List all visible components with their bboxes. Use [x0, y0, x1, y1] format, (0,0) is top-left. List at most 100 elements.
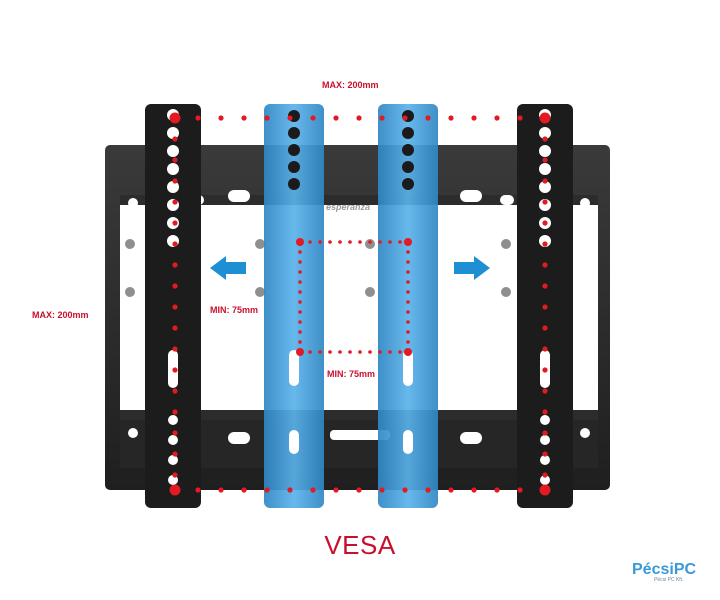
right-blue-rail	[378, 104, 438, 508]
measure-dot	[358, 240, 362, 244]
brand-logo: PécsiPC Pécsi PC Kft.	[632, 561, 696, 583]
corner-dot	[296, 238, 304, 246]
measure-dot	[218, 487, 224, 493]
corner-dot	[404, 348, 412, 356]
min-vertical-label: MIN: 75mm	[210, 305, 259, 315]
measure-dot	[333, 487, 339, 493]
arm-hole	[168, 455, 178, 465]
measure-dot	[542, 451, 548, 457]
wall-slot	[228, 190, 250, 202]
measure-dot	[406, 280, 410, 284]
measure-dot	[348, 350, 352, 354]
corner-dot	[169, 484, 181, 496]
arm-hole	[540, 435, 550, 445]
measure-dot	[328, 240, 332, 244]
measure-dot	[471, 487, 477, 493]
measure-dot	[298, 250, 302, 254]
measure-dot	[172, 262, 178, 268]
measure-dot	[471, 115, 477, 121]
wall-slot	[460, 190, 482, 202]
arm-hole	[168, 435, 178, 445]
max-vertical-label: MAX: 200mm	[32, 310, 89, 320]
measure-dot	[318, 350, 322, 354]
corner-dot	[169, 112, 181, 124]
measure-dot	[308, 350, 312, 354]
measure-dot	[172, 178, 178, 184]
measure-dot	[172, 136, 178, 142]
measure-dot	[298, 330, 302, 334]
measure-dot	[333, 115, 339, 121]
arm-hole	[168, 415, 178, 425]
rail-hole	[288, 161, 300, 173]
measure-dot	[542, 241, 548, 247]
measure-dot	[398, 240, 402, 244]
measure-dot	[378, 350, 382, 354]
measure-dot	[195, 115, 201, 121]
measure-dot	[358, 350, 362, 354]
measure-dot	[542, 178, 548, 184]
corner-dot	[404, 238, 412, 246]
measure-dot	[406, 260, 410, 264]
measure-dot	[425, 487, 431, 493]
arm-hole	[167, 145, 179, 157]
measure-dot	[241, 115, 247, 121]
measure-dot	[425, 115, 431, 121]
measure-dot	[388, 240, 392, 244]
measure-dot	[172, 304, 178, 310]
measure-dot	[241, 487, 247, 493]
arm-hole	[539, 145, 551, 157]
measure-dot	[264, 487, 270, 493]
measure-dot	[542, 346, 548, 352]
measure-dot	[298, 280, 302, 284]
rail-hole	[402, 144, 414, 156]
measure-dot	[542, 157, 548, 163]
measure-dot	[406, 290, 410, 294]
rail-slot	[289, 350, 299, 386]
rail-slot	[403, 430, 413, 454]
measure-dot	[218, 115, 224, 121]
measure-dot	[406, 270, 410, 274]
rail-hole	[402, 127, 414, 139]
measure-dot	[542, 367, 548, 373]
measure-dot	[542, 472, 548, 478]
measure-dot	[406, 340, 410, 344]
measure-dot	[338, 240, 342, 244]
measure-dot	[328, 350, 332, 354]
rail-hole	[402, 161, 414, 173]
arm-hole	[539, 235, 551, 247]
measure-dot	[542, 325, 548, 331]
rail-slot	[289, 430, 299, 454]
wall-slot	[228, 432, 250, 444]
measure-dot	[318, 240, 322, 244]
measure-dot	[310, 487, 316, 493]
measure-dot	[368, 350, 372, 354]
measure-dot	[542, 220, 548, 226]
measure-dot	[406, 300, 410, 304]
arm-hole	[539, 127, 551, 139]
measure-dot	[298, 310, 302, 314]
left-blue-rail	[264, 104, 324, 508]
measure-dot	[287, 115, 293, 121]
measure-dot	[172, 325, 178, 331]
measure-dot	[172, 283, 178, 289]
vesa-title: VESA	[324, 530, 396, 560]
rail-hole	[288, 144, 300, 156]
measure-dot	[406, 330, 410, 334]
max-horizontal-label: MAX: 200mm	[322, 80, 379, 90]
arm-hole	[539, 199, 551, 211]
arrow-right-icon	[454, 256, 490, 280]
measure-dot	[172, 220, 178, 226]
rail-hole	[402, 178, 414, 190]
measure-dot	[298, 270, 302, 274]
measure-dot	[298, 320, 302, 324]
measure-dot	[448, 115, 454, 121]
measure-dot	[379, 487, 385, 493]
measure-dot	[542, 136, 548, 142]
measurement-dots	[169, 112, 551, 496]
arm-hole	[167, 163, 179, 175]
plate-brand-text: esperanza	[326, 202, 370, 212]
measure-dot	[338, 350, 342, 354]
measure-dot	[402, 487, 408, 493]
blue-inner-rails	[264, 104, 438, 508]
